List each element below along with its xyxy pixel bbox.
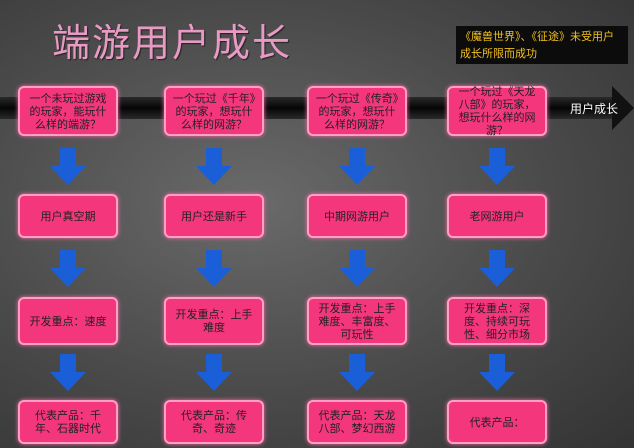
down-arrow-icon xyxy=(479,250,515,287)
down-arrow-icon xyxy=(50,250,86,287)
question-box-4: 一个玩过《天龙八部》的玩家，想玩什么样的网游？ xyxy=(447,85,547,137)
question-box-3: 一个玩过《传奇》的玩家，想玩什么样的网游？ xyxy=(307,86,407,136)
down-arrow-icon xyxy=(479,354,515,391)
stage-box-4: 老网游用户 xyxy=(447,194,547,238)
down-arrow-icon xyxy=(196,250,232,287)
question-box-2: 一个玩过《千年》的玩家，想玩什么样的网游？ xyxy=(164,86,264,136)
down-arrow-icon xyxy=(196,148,232,185)
focus-box-2: 开发重点：上手难度 xyxy=(164,297,264,345)
down-arrow-icon xyxy=(50,148,86,185)
right-arrow-icon xyxy=(612,86,634,130)
stage-box-1: 用户真空期 xyxy=(18,194,118,238)
diagram-title: 端游用户成长 xyxy=(52,21,293,65)
focus-box-3: 开发重点：上手难度、丰富度、可玩性 xyxy=(307,297,407,345)
timeline-label: 用户成长 xyxy=(570,102,619,116)
down-arrow-icon xyxy=(339,250,375,287)
stage-box-2: 用户还是新手 xyxy=(164,194,264,238)
focus-box-4: 开发重点：深度、持续可玩性、细分市场 xyxy=(447,297,547,345)
down-arrow-icon xyxy=(50,354,86,391)
down-arrow-icon xyxy=(196,354,232,391)
product-box-3: 代表产品：天龙八部、梦幻西游 xyxy=(307,400,407,444)
product-box-4: 代表产品： xyxy=(447,400,547,444)
focus-box-1: 开发重点：速度 xyxy=(18,297,118,345)
down-arrow-icon xyxy=(479,148,515,185)
product-box-2: 代表产品：传奇、奇迹 xyxy=(164,400,264,444)
callout-note: 《魔兽世界》、《征途》未受用户成长所限而成功 xyxy=(456,26,628,64)
question-box-1: 一个未玩过游戏的玩家，能玩什么样的端游？ xyxy=(18,86,118,136)
product-box-1: 代表产品：千年、石器时代 xyxy=(18,400,118,444)
down-arrow-icon xyxy=(339,148,375,185)
stage-box-3: 中期网游用户 xyxy=(307,194,407,238)
down-arrow-icon xyxy=(339,354,375,391)
